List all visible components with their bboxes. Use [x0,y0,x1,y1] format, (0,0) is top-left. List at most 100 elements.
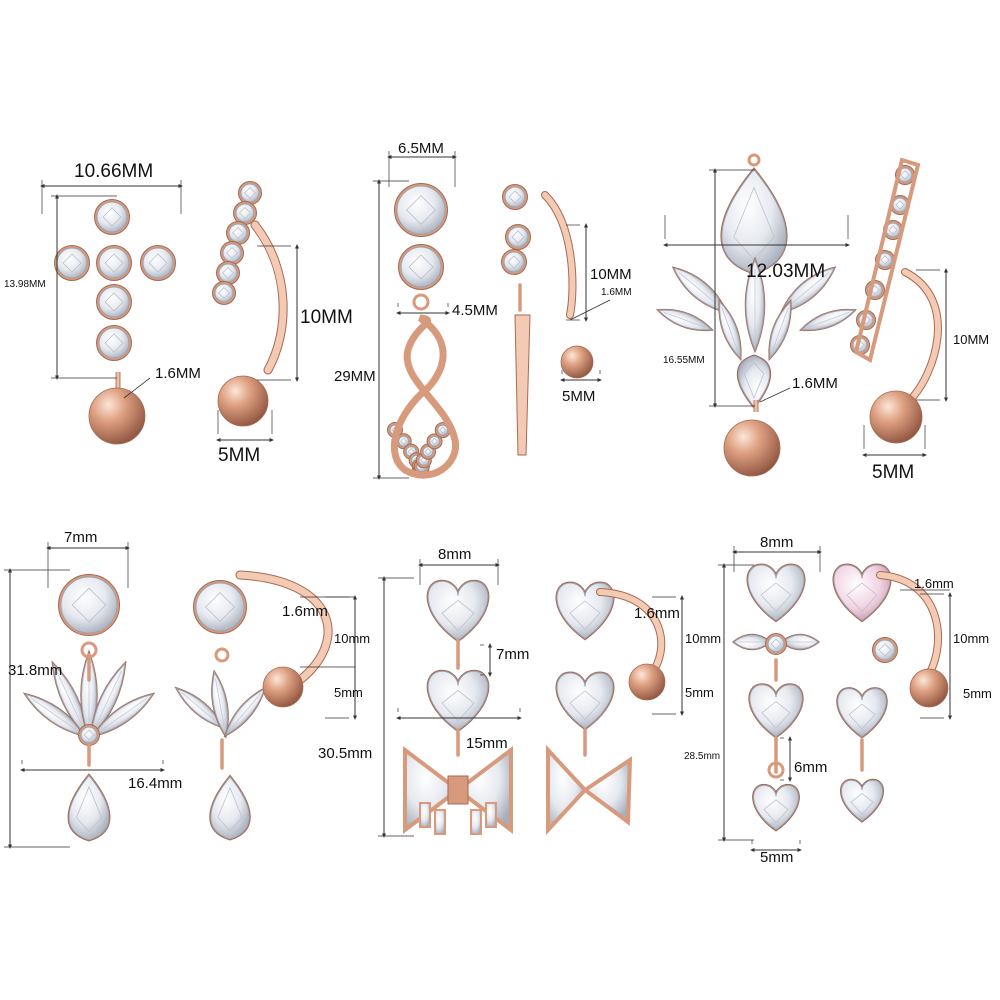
heart-stone [427,670,489,732]
cascade-height-label: 28.5mm [684,751,721,762]
gem-facet [56,670,84,730]
pear-gem [720,167,788,275]
marquise-gem [798,308,858,332]
bow-right-wing [581,756,633,826]
baguette-stone [470,809,482,835]
round-gem [98,286,130,318]
lotus-width-label: 12.03MM [746,261,826,282]
gem-facet [239,207,251,219]
leader-line [759,387,791,403]
gem-facet [222,267,234,279]
bow-left-wing [546,744,588,836]
gem-facet [408,254,434,280]
gem-facet [62,253,82,273]
flower-bar-length-label: 10mm [334,631,371,646]
cross-width-label: 10.66MM [74,161,154,182]
lotus-bar-length-label: 10MM [953,332,990,347]
gem-facet [148,253,168,273]
gem-facet [217,786,243,832]
gem-facet [761,701,791,729]
ball-end [262,666,304,708]
gem-facet [424,448,432,456]
bow-knot [447,775,469,805]
round-gem [398,435,410,447]
gem-facet [846,582,878,613]
gem-facet [31,698,79,732]
round-gem [218,263,238,283]
marquise-gem [90,692,156,738]
round-gem [240,183,260,203]
gem-facet [806,311,850,329]
cascade-heart-label: 6mm [794,759,828,776]
gem-facet [743,362,765,399]
marquise-gem [779,633,821,651]
round-gem [429,435,441,447]
bow-top-width-label: 8mm [438,546,472,563]
round-gem [396,185,446,235]
bow-heart-label: 7mm [496,646,530,663]
gem-facet [104,333,124,353]
pear-gem [67,773,111,842]
gem-facet [215,678,225,730]
heart-gem [748,683,804,739]
heart-gem [839,778,885,823]
heart-gem [746,563,806,623]
pear-gem [209,774,251,841]
infinity-ball-label: 5MM [562,388,596,405]
heart-stone [749,684,803,738]
gem-facet [441,599,475,632]
round-gem [874,639,896,661]
flower-height-label: 31.8mm [8,662,63,679]
gem-facet [771,307,789,353]
gem-facet [102,207,122,227]
flower-width-label: 16.4mm [128,775,183,792]
curved-bar [597,589,665,678]
curved-bar [251,221,287,374]
post-bar [115,372,121,398]
gem-facet [569,690,601,721]
ball-end [723,419,781,477]
infinity-stone-label: 4.5MM [452,302,498,319]
cascade-top-width-label: 8mm [760,534,794,551]
heart-stone [556,672,614,730]
marquise-gem [718,298,742,362]
pear-stone [737,355,771,408]
gem-facet [104,253,124,273]
gem-facet [218,287,230,299]
bow-ball-label: 5mm [685,685,714,700]
gem-facet [569,600,601,631]
gem-facet [99,698,147,732]
curved-bar [236,571,332,684]
infinity-side-profile [514,314,531,456]
heart-gem [836,687,888,739]
bow-bar-length-label: 10mm [685,631,722,646]
gem-facet [232,227,244,239]
gem-facet [94,670,122,730]
cross-bar-length-label: 10MM [300,307,353,328]
pear-stone [68,774,110,841]
gem-facet [763,799,789,824]
gem-facet [770,638,782,650]
heart-stone [840,779,884,822]
baguette-stone [485,802,497,828]
cross-height-label: 13.98MM [4,279,46,290]
lotus-ball-label: 5MM [872,462,915,483]
gem-facet [181,692,219,724]
heart-stone [753,784,799,831]
cross-ball-label: 5MM [218,445,261,466]
marquise-gem [731,633,773,651]
infinity-top-width-label: 6.5MM [398,140,444,157]
round-gem [422,446,434,458]
infinity-gauge-label: 1.6MM [601,287,632,298]
round-gem [400,246,442,288]
gem-facet [511,230,525,244]
baguette-stone [434,809,446,835]
gem-facet [75,785,103,833]
jump-ring [214,647,230,663]
curved-bar [542,192,576,318]
crystal-stones [22,165,915,842]
bow-width-label: 15mm [466,735,508,752]
leader-line [123,377,151,399]
post-bar [753,400,759,412]
